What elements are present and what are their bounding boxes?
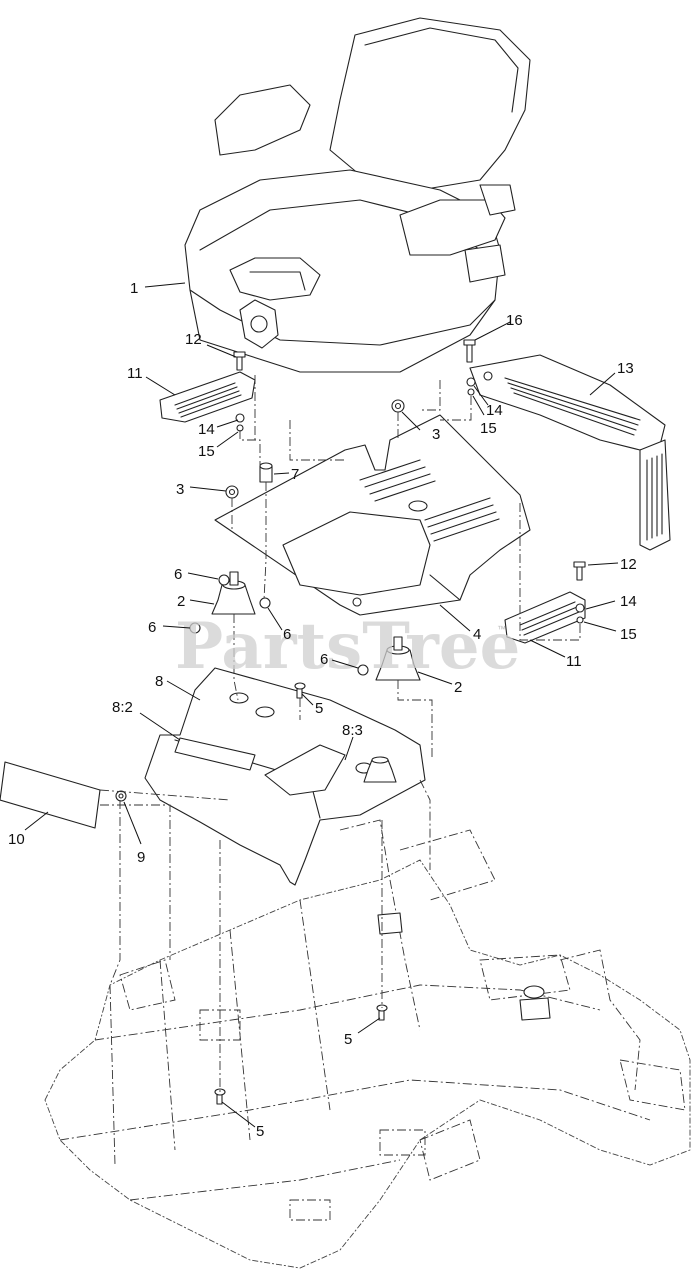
isolator-mount-left xyxy=(211,571,256,615)
watermark: PartsTree ™ xyxy=(175,609,520,684)
callout-5: 5 xyxy=(315,700,323,717)
callout-14: 14 xyxy=(620,593,637,610)
callout-14: 14 xyxy=(198,421,215,438)
assembly-centerlines xyxy=(99,375,581,1092)
callout-6: 6 xyxy=(148,619,156,636)
seat-pan xyxy=(214,414,531,616)
callout-13: 13 xyxy=(617,360,634,377)
callout-8-2: 8:2 xyxy=(112,699,133,716)
seat-assembly xyxy=(184,17,531,373)
hinge-plate-right-lower xyxy=(504,591,586,644)
callout-3: 3 xyxy=(176,481,184,498)
mower-frame xyxy=(44,819,691,1269)
callout-15: 15 xyxy=(620,626,637,643)
watermark-text: PartsTree xyxy=(175,609,520,684)
seat-plate-right xyxy=(469,354,671,551)
callout-2: 2 xyxy=(454,679,462,696)
seat-mount-bracket xyxy=(144,667,426,886)
callout-8: 8 xyxy=(155,673,163,690)
callout-14: 14 xyxy=(486,402,503,419)
callout-8-3: 8:3 xyxy=(342,722,363,739)
leader-lines xyxy=(24,282,619,1128)
callout-12: 12 xyxy=(620,556,637,573)
callout-15: 15 xyxy=(480,420,497,437)
spacer xyxy=(259,462,273,483)
callout-12: 12 xyxy=(185,331,202,348)
callout-9: 9 xyxy=(137,849,145,866)
callout-labels: 1 12 11 14 15 16 13 14 15 3 7 3 12 6 2 1… xyxy=(8,280,637,1140)
callout-3: 3 xyxy=(432,426,440,443)
callout-2: 2 xyxy=(177,593,185,610)
callout-5: 5 xyxy=(256,1123,264,1140)
callout-6: 6 xyxy=(320,651,328,668)
callout-6: 6 xyxy=(174,566,182,583)
decal xyxy=(0,761,101,829)
callout-11: 11 xyxy=(127,365,143,382)
watermark-trademark: ™ xyxy=(497,624,506,634)
callout-1: 1 xyxy=(130,280,138,297)
callout-7: 7 xyxy=(291,466,299,483)
callout-15: 15 xyxy=(198,443,215,460)
callout-5: 5 xyxy=(344,1031,352,1048)
fasteners xyxy=(115,339,586,1105)
callout-16: 16 xyxy=(506,312,523,329)
callout-6: 6 xyxy=(283,626,291,643)
hinge-plate-left-upper xyxy=(159,371,256,423)
callout-10: 10 xyxy=(8,831,25,848)
callout-11: 11 xyxy=(566,653,582,670)
callout-4: 4 xyxy=(473,626,481,643)
isolator-mount-right xyxy=(375,636,421,681)
